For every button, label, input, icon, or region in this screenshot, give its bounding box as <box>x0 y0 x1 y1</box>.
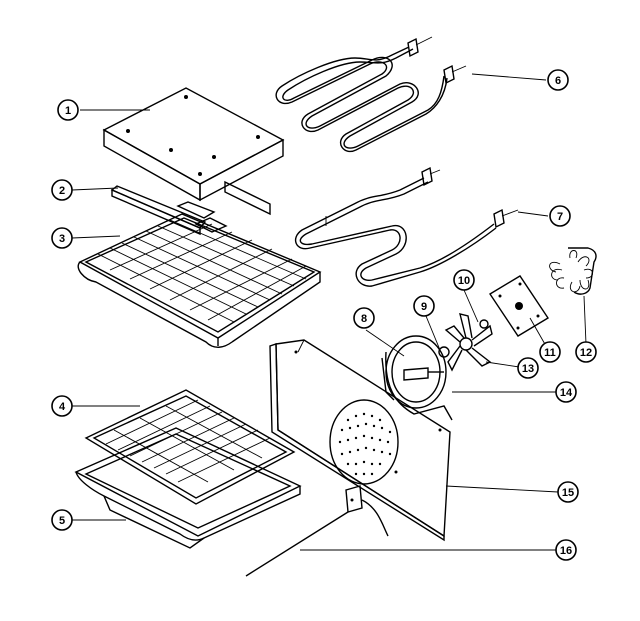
callout-13: 13 <box>517 357 539 379</box>
callout-5: 5 <box>51 509 73 531</box>
part-5-broiler-pan <box>74 427 302 549</box>
svg-text:7: 7 <box>557 211 563 223</box>
callout-15: 15 <box>557 481 579 503</box>
part-2-rack-support <box>110 185 207 236</box>
part-1-top-panel <box>102 87 285 216</box>
part-10-fan-washer <box>479 319 489 329</box>
callout-2: 2 <box>51 179 73 201</box>
callout-7: 7 <box>549 205 571 227</box>
part-7-bake-element <box>294 166 519 287</box>
part-4-broiler-grid <box>84 389 296 505</box>
svg-text:4: 4 <box>59 401 66 413</box>
callout-1: 1 <box>57 99 79 121</box>
svg-text:15: 15 <box>562 487 574 499</box>
part-13-fan-blade <box>444 313 493 372</box>
callout-16: 16 <box>555 539 577 561</box>
callout-4: 4 <box>51 395 73 417</box>
callout-8: 8 <box>353 307 375 329</box>
svg-text:1: 1 <box>65 105 71 117</box>
svg-text:12: 12 <box>580 347 592 359</box>
part-16-sensor-probe <box>245 485 389 577</box>
svg-text:10: 10 <box>458 275 470 287</box>
svg-text:6: 6 <box>555 75 561 87</box>
svg-text:5: 5 <box>59 515 65 527</box>
callout-3: 3 <box>51 227 73 249</box>
part-12-convection-element <box>549 247 597 295</box>
part-11-mounting-plate <box>489 275 549 337</box>
svg-text:9: 9 <box>421 301 427 313</box>
callout-14: 14 <box>555 381 577 403</box>
part-14-motor-bracket <box>381 351 453 421</box>
svg-text:14: 14 <box>560 387 573 399</box>
part-6-broil-element <box>275 36 467 153</box>
part-15-convection-baffle <box>269 339 451 542</box>
svg-text:13: 13 <box>522 363 534 375</box>
svg-text:2: 2 <box>59 185 65 197</box>
callout-12: 12 <box>575 341 597 363</box>
leader-lines <box>71 73 587 551</box>
svg-text:3: 3 <box>59 233 65 245</box>
callout-9: 9 <box>413 295 435 317</box>
callout-11: 11 <box>539 341 561 363</box>
part-3-oven-rack <box>77 201 322 348</box>
svg-text:8: 8 <box>361 313 367 325</box>
callout-6: 6 <box>547 69 569 91</box>
svg-text:11: 11 <box>544 347 556 359</box>
callout-10: 10 <box>453 269 475 291</box>
svg-text:16: 16 <box>560 545 572 557</box>
